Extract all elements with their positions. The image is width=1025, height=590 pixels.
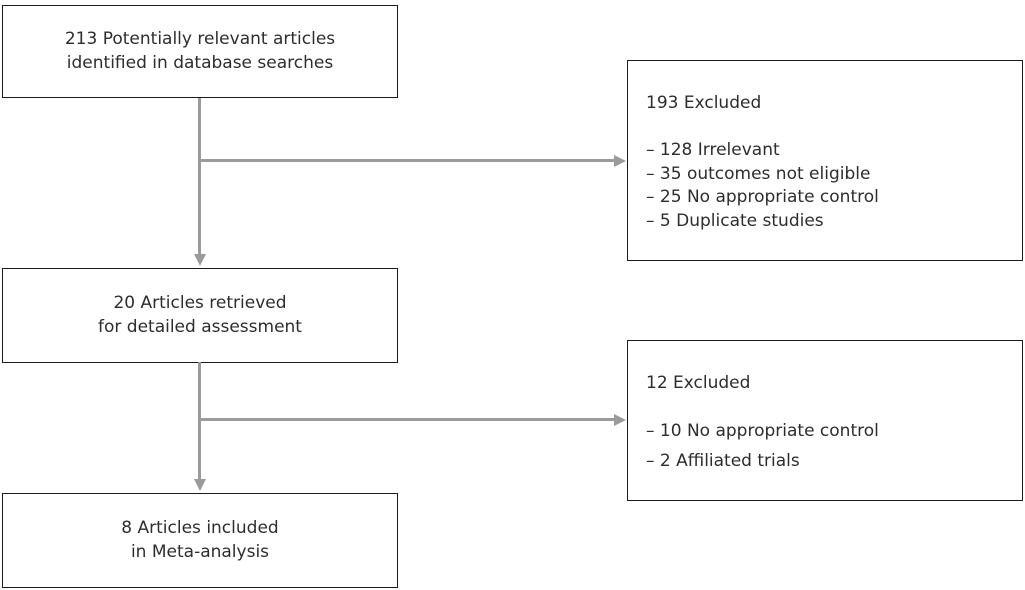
excluded-item: – 128 Irrelevant [646, 140, 780, 160]
excluded-second-title: 12 Excluded [646, 373, 751, 393]
flow-box-included: 8 Articles included in Meta-analysis [2, 493, 398, 588]
flow-box-excluded-first: 193 Excluded – 128 Irrelevant – 35 outco… [627, 60, 1023, 261]
flow-box-excluded-second: 12 Excluded – 10 No appropriate control … [627, 340, 1023, 501]
arrow-head-down-2-icon [193, 479, 206, 491]
flow-box-included-line2: in Meta-analysis [130, 541, 270, 562]
arrow-line-horizontal-1 [199, 159, 616, 162]
flow-box-included-line1: 8 Articles included [121, 518, 279, 538]
arrow-head-down-1-icon [193, 254, 206, 266]
excluded-item: – 2 Affiliated trials [646, 451, 800, 471]
arrow-line-vertical-1 [198, 98, 201, 256]
excluded-item: – 10 No appropriate control [646, 421, 879, 441]
arrow-head-right-1-icon [614, 154, 626, 167]
flow-box-retrieved-line2: for detailed assessment [98, 316, 302, 337]
excluded-item: – 35 outcomes not eligible [646, 163, 871, 184]
arrow-line-horizontal-2 [199, 418, 616, 421]
flow-box-retrieved-line1: 20 Articles retrieved [113, 293, 287, 313]
excluded-item: – 25 No appropriate control [646, 187, 879, 207]
excluded-second-items: – 10 No appropriate control – 2 Affiliat… [646, 416, 1012, 476]
excluded-first-title: 193 Excluded [646, 93, 762, 113]
excluded-item: – 5 Duplicate studies [646, 210, 824, 231]
flow-box-retrieved: 20 Articles retrieved for detailed asses… [2, 268, 398, 363]
arrow-head-right-2-icon [614, 413, 626, 426]
flow-box-identified-line2: identified in database searches [66, 52, 334, 73]
arrow-line-vertical-2 [198, 362, 201, 481]
flow-box-identified: 213 Potentially relevant articles identi… [2, 5, 398, 98]
flow-box-identified-line1: 213 Potentially relevant articles [64, 29, 336, 49]
excluded-first-items: – 128 Irrelevant – 35 outcomes not eligi… [646, 139, 1012, 233]
